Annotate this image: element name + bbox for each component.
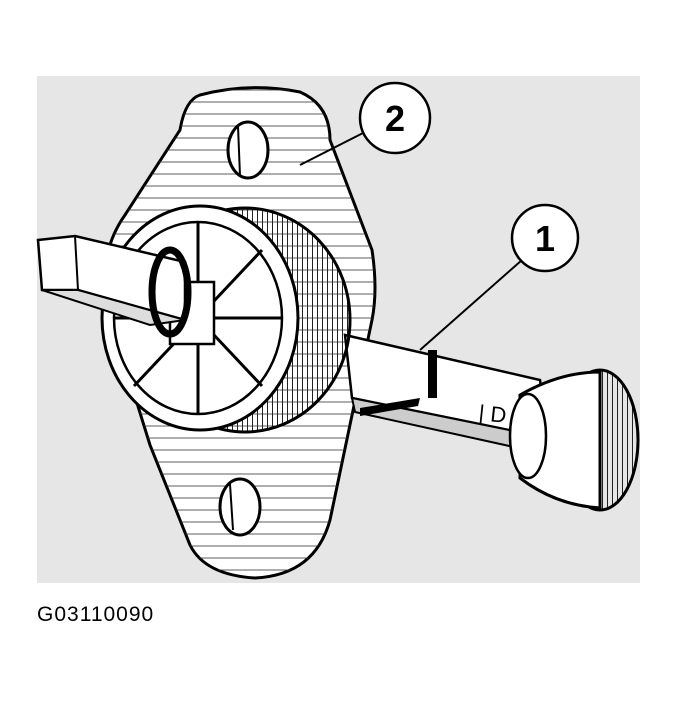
screw-top bbox=[226, 120, 270, 180]
knurled-knob bbox=[508, 368, 640, 512]
callout-1-number: 1 bbox=[535, 218, 555, 259]
figure-code: G03110090 bbox=[37, 603, 155, 626]
screw-bottom bbox=[218, 477, 262, 537]
callout-2-number: 2 bbox=[385, 98, 405, 139]
callout-1: 1 bbox=[419, 203, 580, 351]
callout-2: 2 bbox=[299, 81, 432, 166]
square-drive bbox=[36, 234, 192, 338]
